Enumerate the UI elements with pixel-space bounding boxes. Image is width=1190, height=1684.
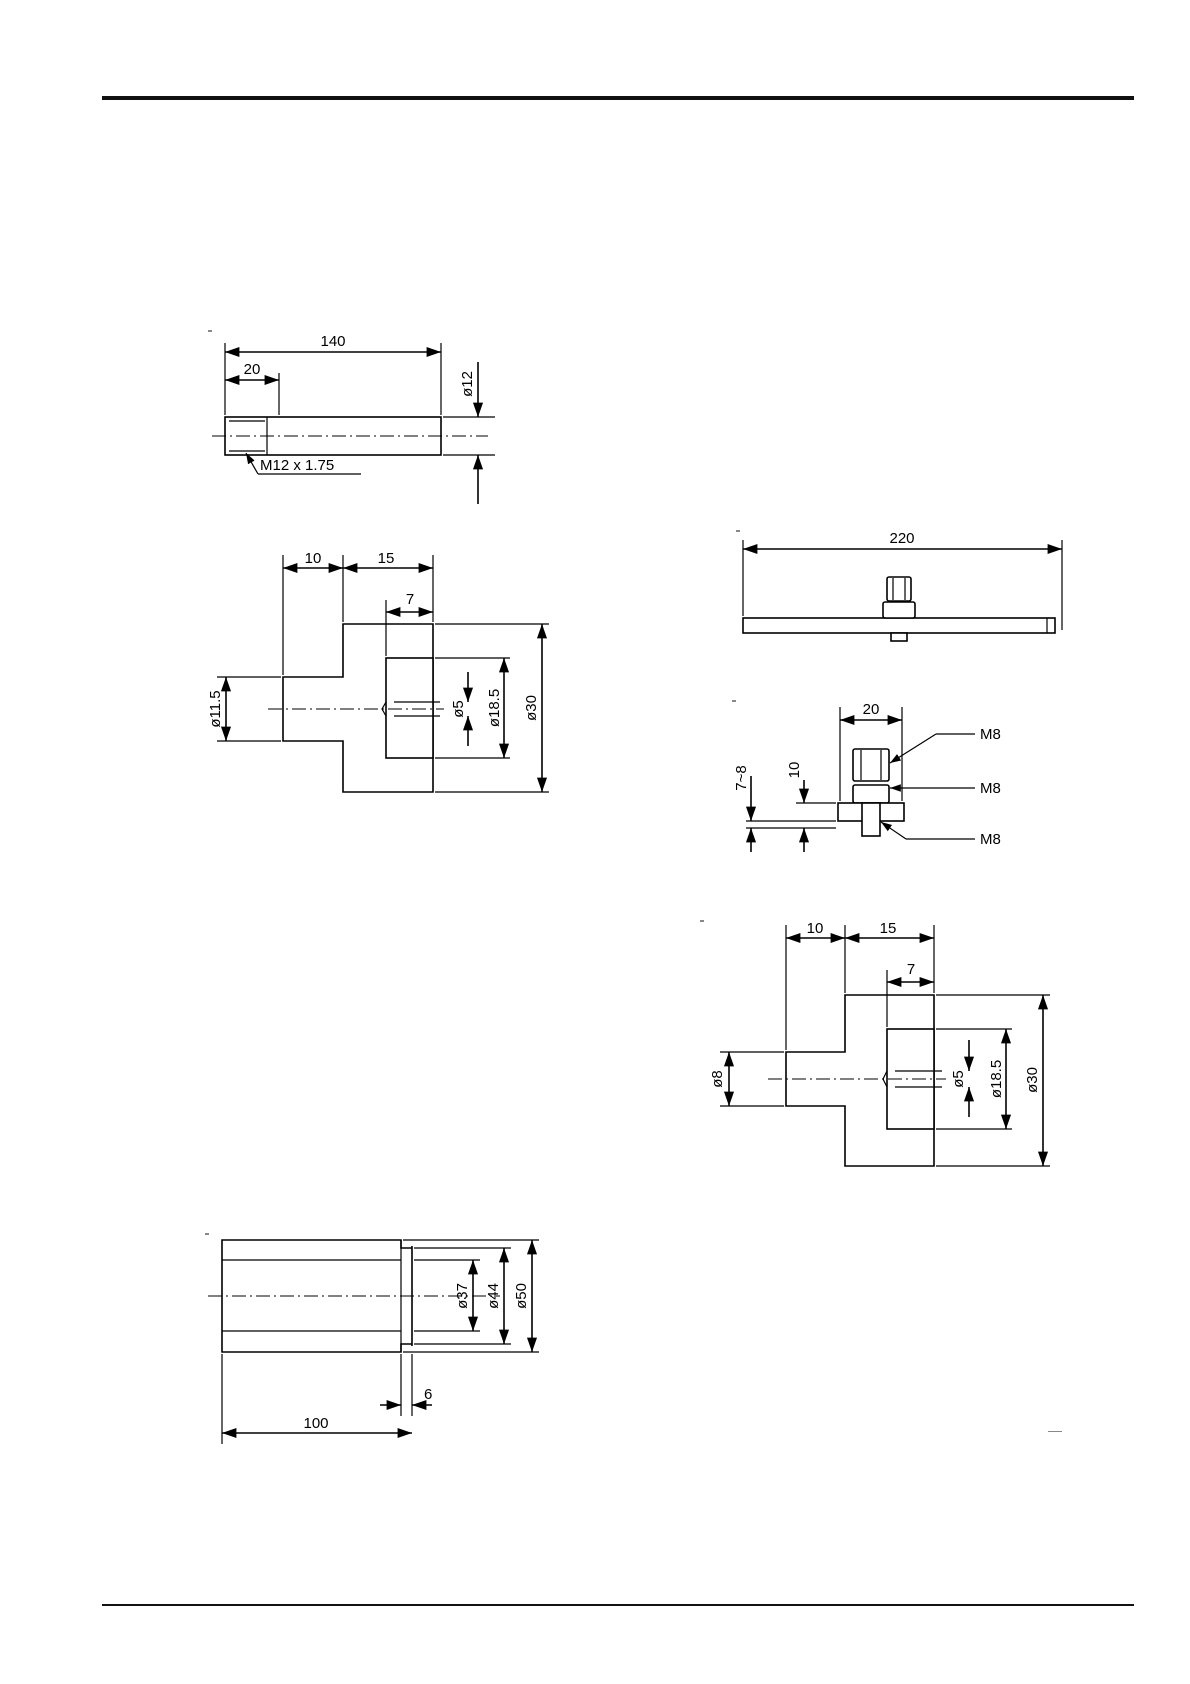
scan-speck	[208, 330, 212, 332]
dim-recess: 7	[907, 961, 915, 978]
plug-recess	[386, 658, 433, 758]
dim-diameter: ø12	[459, 371, 476, 397]
dim-overall-length: 140	[320, 333, 345, 350]
dim-step-dia: ø44	[485, 1283, 502, 1309]
bolt-tip	[891, 633, 907, 641]
figure-shaft-tool: 140 20 ø12 M12 x 1.75	[212, 333, 495, 504]
dim-hole-dia: ø5	[450, 700, 467, 718]
figure-bolt-detail: 20 7~8 10 M8 M8 M8	[733, 701, 1001, 852]
dim-inner-dia: ø37	[454, 1283, 471, 1309]
callout-bottom: M8	[980, 831, 1001, 848]
dim-outer-dia: ø30	[523, 695, 540, 721]
dim-shank-dia: ø8	[709, 1070, 726, 1088]
leader-line	[246, 453, 258, 474]
figure-plate-assembly: 220	[743, 530, 1062, 641]
scan-speck	[1048, 1431, 1062, 1432]
nut-upper	[853, 749, 889, 781]
figure-stepped-plug-b: 10 15 7 ø8 ø5 ø18.5 ø30	[709, 920, 1050, 1166]
dim-shank: 10	[807, 920, 824, 937]
bolt-shank	[862, 803, 880, 836]
dim-plate-gap: 7~8	[733, 765, 750, 790]
dim-outer-dia: ø50	[513, 1283, 530, 1309]
dim-shank: 10	[305, 550, 322, 567]
dim-length: 100	[303, 1415, 328, 1432]
dim-head: 15	[880, 920, 897, 937]
callout-top: M8	[980, 726, 1001, 743]
dim-recess-dia: ø18.5	[988, 1060, 1005, 1098]
dim-width: 20	[863, 701, 880, 718]
dim-step: 6	[424, 1386, 432, 1403]
dim-hole-dia: ø5	[950, 1070, 967, 1088]
dim-head: 15	[378, 550, 395, 567]
dim-recess: 7	[406, 591, 414, 608]
scan-speck	[205, 1233, 209, 1235]
nut-lower	[883, 602, 915, 618]
leader-line	[881, 822, 906, 839]
nut-lower	[853, 785, 889, 803]
scan-speck	[700, 920, 704, 922]
figure-stepped-plug-a: 10 15 7 ø11.5 ø5 ø18.5 ø30	[207, 550, 549, 792]
dim-thread-length: 20	[244, 361, 261, 378]
callout-middle: M8	[980, 780, 1001, 797]
nut-upper	[887, 577, 911, 601]
dim-length: 220	[889, 530, 914, 547]
thread-callout: M12 x 1.75	[260, 457, 334, 474]
dim-outer-dia: ø30	[1024, 1067, 1041, 1093]
figure-sleeve: ø37 ø44 ø50 6 100	[208, 1240, 539, 1444]
scan-speck	[736, 530, 740, 532]
dim-height: 10	[786, 762, 803, 779]
dim-recess-dia: ø18.5	[486, 689, 503, 727]
plate-body	[743, 618, 1055, 633]
dim-shank-dia: ø11.5	[207, 690, 224, 727]
scan-speck	[732, 700, 736, 702]
leader-line	[890, 734, 936, 763]
